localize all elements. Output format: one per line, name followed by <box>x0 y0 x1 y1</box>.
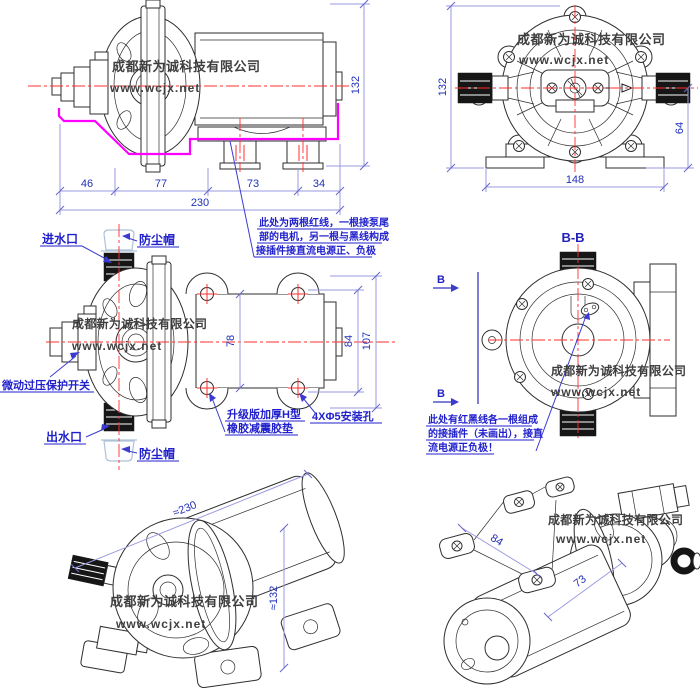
watermark-url: www.wcjx.net <box>109 81 200 95</box>
view-top: 78 84 107 进水口 防尘帽 微动过压保护开关 <box>0 224 396 470</box>
dim-46: 46 <box>81 178 93 190</box>
view-section-bb: B-B B B <box>426 230 686 455</box>
top-labels: 进水口 防尘帽 微动过压保护开关 出水口 防尘帽 升级版加厚H型 橡胶减震胶垫 <box>0 231 382 462</box>
dim-64: 64 <box>674 122 686 134</box>
wires-note-line2: 部的电机，另一根与黑线构成 <box>259 230 389 243</box>
iso-right-dimensions: 84 73 <box>457 523 627 622</box>
profile-highlight <box>57 103 340 156</box>
dim-84-top: 84 <box>343 335 355 347</box>
connector-note: 此处有红黑线各一根组成 的接插件（未画出），接直 流电源正负极！ <box>426 312 590 455</box>
watermark-company: 成都新为诚科技有限公司 <box>112 59 261 74</box>
inlet-label: 进水口 <box>42 231 78 246</box>
connector-note-line1: 此处有红黑线各一根组成 <box>428 413 538 426</box>
dust-cap-top-label: 防尘帽 <box>139 232 175 247</box>
dim-132-side: 132 <box>350 76 362 94</box>
section-title: B-B <box>561 230 584 245</box>
dim-107: 107 <box>361 332 373 350</box>
connector-note-line3: 流电源正负极！ <box>428 441 498 454</box>
dim-230: 230 <box>191 197 209 209</box>
watermark-url: www.wcjx.net <box>555 532 646 546</box>
section-mark-top: B <box>437 274 445 286</box>
pressure-switch <box>49 305 97 371</box>
dim-84-iso: 84 <box>488 532 505 549</box>
mount-holes-label: 4XΦ5安装孔 <box>312 409 374 423</box>
watermark-company: 成都新为诚科技有限公司 <box>551 363 686 378</box>
wires-note-line1: 此处为两根红线，一根接泵尾 <box>259 216 389 229</box>
wires-note: 此处为两根红线，一根接泵尾 部的电机，另一根与黑线构成 接插件接直流电源正、负极 <box>229 140 389 258</box>
dim-73: 73 <box>247 178 259 190</box>
watermark-url: www.wcjx.net <box>550 385 641 399</box>
wires-note-line3: 接插件接直流电源正、负极 <box>256 244 377 257</box>
connector-note-line2: 的接插件（未画出），接直 <box>428 427 543 440</box>
pressure-switch-label: 微动过压保护开关 <box>1 378 90 392</box>
outlet-label: 出水口 <box>46 429 82 444</box>
watermark-company: 成都新为诚科技有限公司 <box>110 594 259 609</box>
watermark-url: www.wcjx.net <box>518 53 609 67</box>
view-side: 46 77 73 34 230 132 成都新为诚科技有限公司 www.wcjx… <box>28 0 389 258</box>
dust-cap-bottom-label: 防尘帽 <box>139 446 175 461</box>
watermark-company: 成都新为诚科技有限公司 <box>517 32 666 47</box>
view-iso-right: 84 73 成都新为诚科技有限公司 www.wcjx.net <box>439 476 700 685</box>
dim-34: 34 <box>313 178 325 190</box>
rubber-pad-label-line1: 升级版加厚H型 <box>227 407 301 421</box>
watermark-company: 成都新为诚科技有限公司 <box>548 512 683 527</box>
watermark-url: www.wcjx.net <box>115 617 206 631</box>
view-iso-left: ≈230 ≈132 成都新为诚科技有限公司 www.wcjx.net <box>67 469 345 689</box>
dim-132-front: 132 <box>437 78 449 96</box>
mount-bracket <box>439 476 575 594</box>
top-dimensions: 78 84 107 <box>225 271 382 413</box>
section-cut-marks: B B <box>433 272 479 406</box>
mount-screws <box>197 284 308 398</box>
dim-78: 78 <box>225 335 237 347</box>
dim-77: 77 <box>155 178 167 190</box>
dim-approx-132: ≈132 <box>268 586 280 610</box>
watermark-company: 成都新为诚科技有限公司 <box>72 316 207 331</box>
view-front: 132 64 148 成都新为诚科技有限公司 www.wcjx.net <box>437 1 698 192</box>
wire-connector <box>580 302 600 316</box>
watermark-url: www.wcjx.net <box>71 339 162 353</box>
rubber-pad-label-line2: 橡胶减震胶垫 <box>227 421 293 435</box>
screws-front <box>503 11 647 158</box>
dim-148: 148 <box>566 174 584 186</box>
dim-73-iso: 73 <box>572 573 589 590</box>
section-mark-bottom: B <box>437 388 445 400</box>
iso2-port-threads <box>670 547 698 575</box>
front-dimensions: 132 64 148 <box>437 1 694 192</box>
side-dimensions: 46 77 73 34 230 132 <box>55 0 370 215</box>
section-screws <box>514 278 594 400</box>
